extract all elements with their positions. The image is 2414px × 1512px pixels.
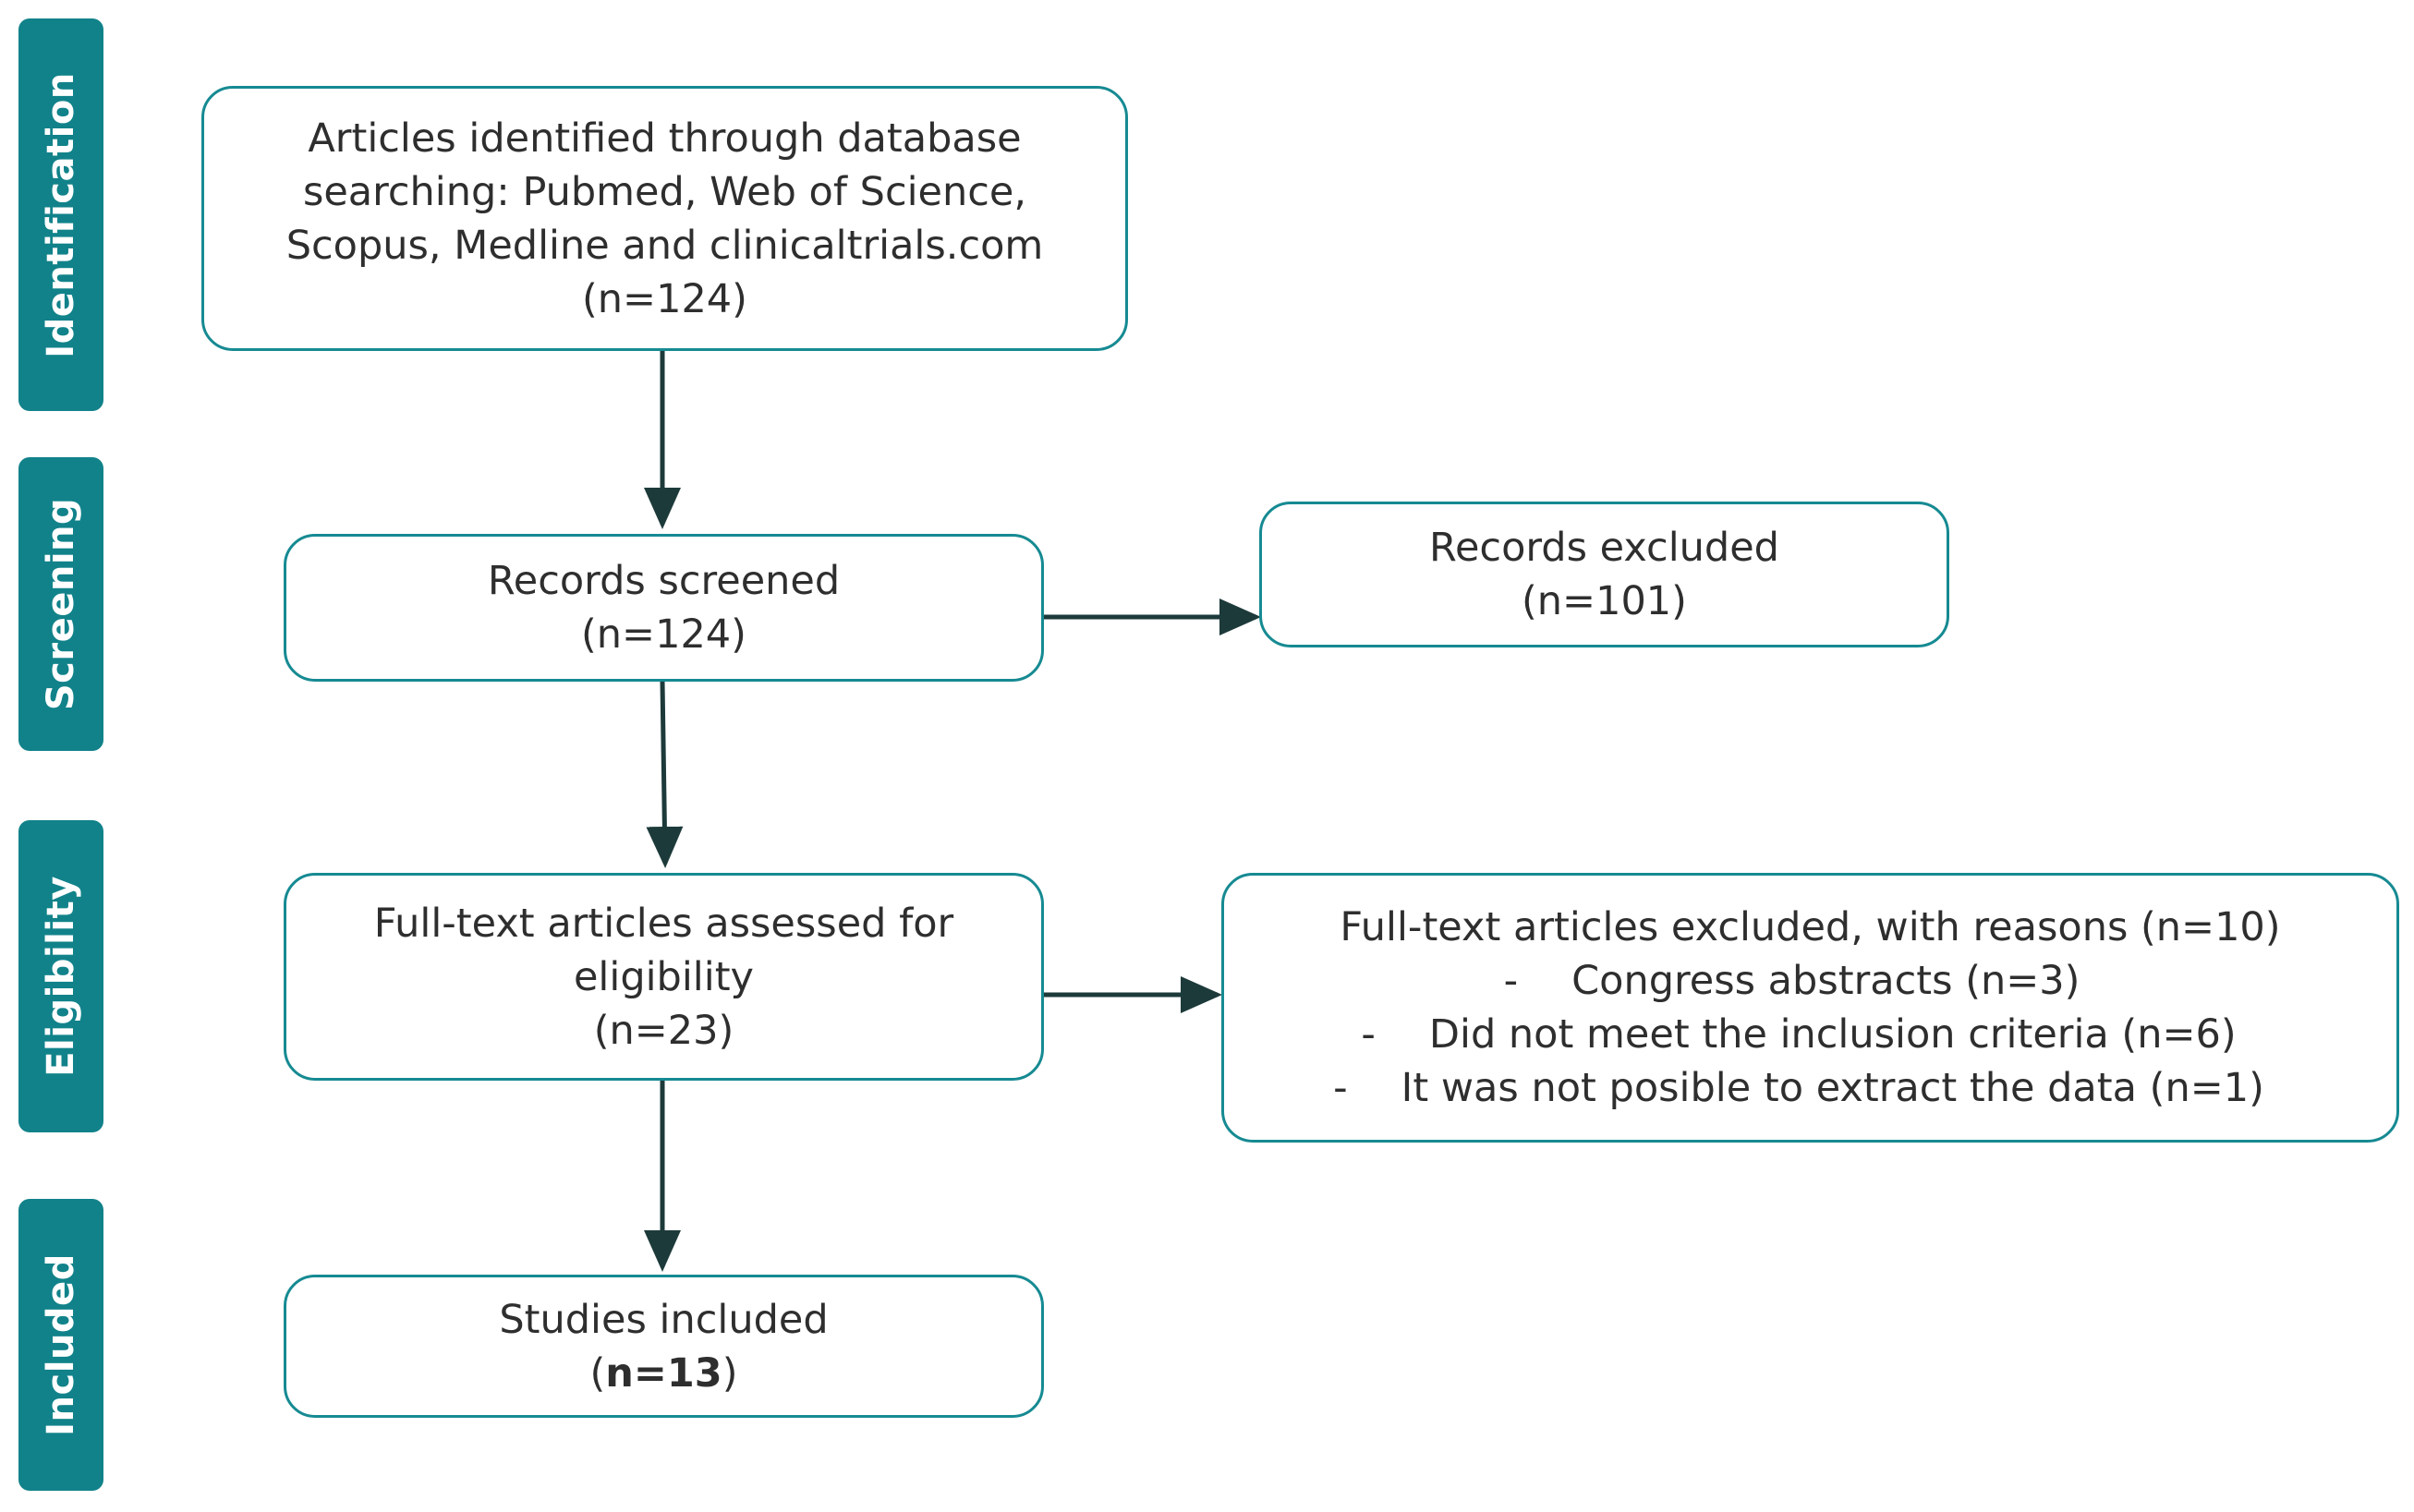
assessed-count: (n=23): [593, 1007, 734, 1054]
included-count-value: n=13: [605, 1349, 722, 1397]
reason-dash: -: [1503, 958, 1519, 1004]
identified-line-3: Scopus, Medline and clinicaltrials.com: [285, 222, 1044, 269]
included-count: (n=13): [589, 1347, 737, 1400]
included-count-close: ): [722, 1349, 738, 1397]
identified-line-2: searching: Pubmed, Web of Science,: [302, 168, 1027, 215]
included-count-open: (: [589, 1349, 606, 1397]
phase-screening: Screening: [18, 457, 103, 751]
records-excluded-count: (n=101): [1522, 578, 1687, 624]
reason-text: Did not meet the inclusion criteria (n=6…: [1428, 1011, 2237, 1058]
screened-box: Records screened (n=124): [284, 534, 1044, 682]
phase-included: Included: [18, 1199, 103, 1491]
records-excluded-box: Records excluded (n=101): [1259, 502, 1949, 647]
reason-dash: -: [1361, 1011, 1376, 1058]
records-excluded-label: Records excluded: [1429, 525, 1779, 571]
fulltext-excluded-title: Full-text articles excluded, with reason…: [1340, 904, 2281, 950]
assessed-line-1: Full-text articles assessed for: [373, 900, 954, 947]
included-box: Studies included (n=13): [284, 1275, 1044, 1418]
assessed-line-2: eligibility: [573, 953, 755, 1000]
arrow-screened-to-assessed: [646, 681, 684, 868]
reason-item: - It was not posible to extract the data…: [1333, 1061, 2264, 1115]
assessed-box: Full-text articles assessed for eligibil…: [284, 873, 1044, 1081]
identified-count: (n=124): [582, 275, 747, 322]
reason-text: Congress abstracts (n=3): [1571, 958, 2080, 1004]
reason-item: - Congress abstracts (n=3): [1504, 954, 2080, 1008]
identified-box: Articles identified through database sea…: [201, 86, 1128, 351]
screened-count: (n=124): [581, 611, 746, 658]
reason-text: It was not posible to extract the data (…: [1401, 1065, 2264, 1111]
fulltext-excluded-box: Full-text articles excluded, with reason…: [1221, 873, 2399, 1143]
reason-dash: -: [1333, 1065, 1348, 1111]
identified-line-1: Articles identified through database: [308, 115, 1022, 162]
screened-label: Records screened: [487, 558, 841, 604]
phase-identification: Identification: [18, 18, 103, 411]
reason-item: - Did not meet the inclusion criteria (n…: [1361, 1008, 2236, 1061]
phase-eligibility: Eligibility: [18, 820, 103, 1132]
included-label: Studies included: [499, 1296, 829, 1343]
